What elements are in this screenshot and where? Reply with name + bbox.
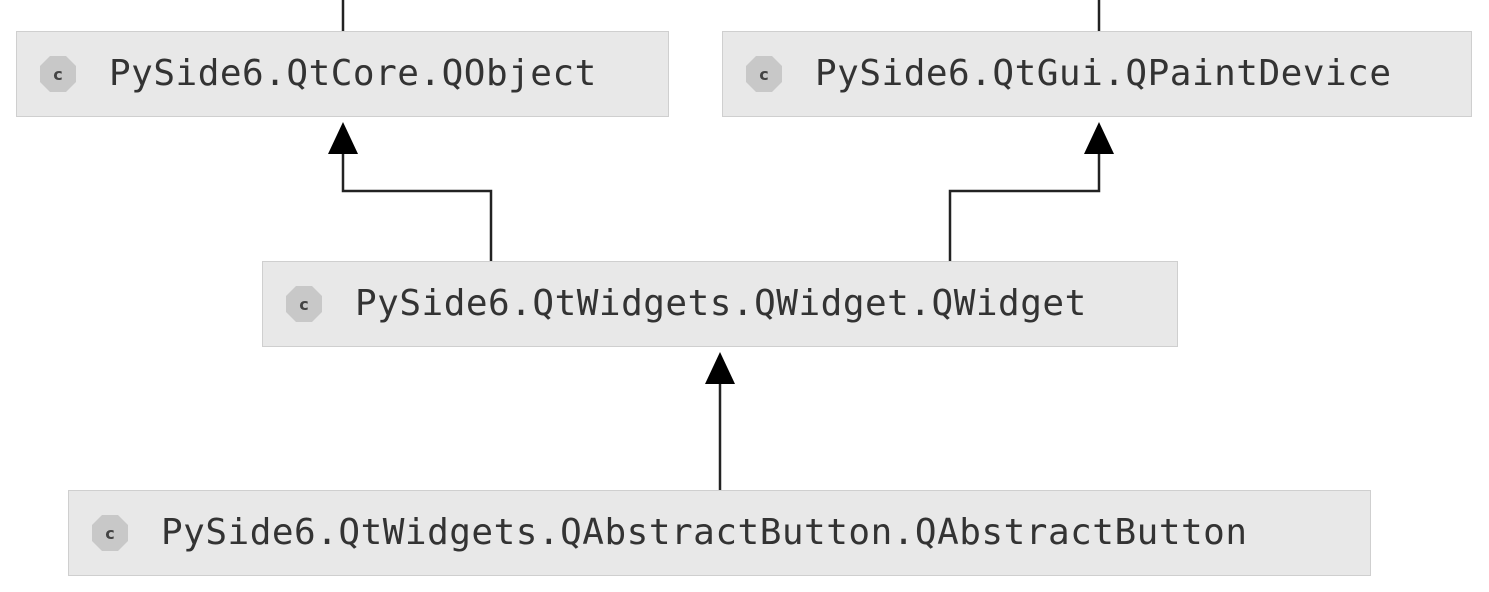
class-icon: c: [746, 56, 782, 92]
class-label-qpaintdevice: PySide6.QtGui.QPaintDevice: [815, 53, 1392, 94]
edge-qwidget-to-qobject: [341, 150, 493, 261]
edge-qwidget-to-qpaintdevice: [948, 150, 1101, 261]
class-icon-letter: c: [759, 65, 768, 84]
class-node-qabstractbutton[interactable]: c PySide6.QtWidgets.QAbstractButton.QAbs…: [68, 490, 1371, 576]
class-node-qobject[interactable]: c PySide6.QtCore.QObject: [16, 31, 669, 117]
arrowhead-qwidget: [705, 352, 735, 384]
class-icon: c: [286, 286, 322, 322]
arrowhead-qobject: [328, 122, 358, 154]
class-label-qwidget: PySide6.QtWidgets.QWidget.QWidget: [355, 283, 1087, 324]
class-label-qobject: PySide6.QtCore.QObject: [109, 53, 597, 94]
arrowhead-qpaintdevice: [1084, 122, 1114, 154]
class-node-qwidget[interactable]: c PySide6.QtWidgets.QWidget.QWidget: [262, 261, 1178, 347]
class-icon-letter: c: [105, 524, 114, 543]
class-icon: c: [40, 56, 76, 92]
class-icon-letter: c: [299, 295, 308, 314]
class-label-qabstractbutton: PySide6.QtWidgets.QAbstractButton.QAbstr…: [161, 512, 1248, 553]
class-icon-letter: c: [53, 65, 62, 84]
class-node-qpaintdevice[interactable]: c PySide6.QtGui.QPaintDevice: [722, 31, 1472, 117]
class-icon: c: [92, 515, 128, 551]
